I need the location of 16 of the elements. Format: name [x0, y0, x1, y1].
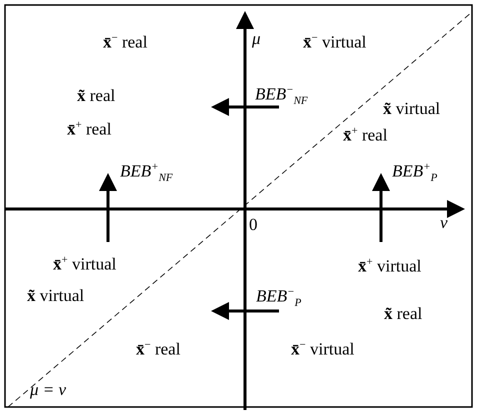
- region-label: x̄$^{−}$ virtual: [303, 33, 366, 51]
- axis-label: μ: [252, 30, 261, 47]
- region-label: x̄$^{+}$ virtual: [53, 255, 116, 273]
- region-label: x̃ virtual: [383, 100, 440, 117]
- region-label: x̄$^{+}$ real: [343, 126, 388, 144]
- region-label: x̃ virtual: [27, 287, 84, 304]
- axis-label: ν: [440, 214, 448, 231]
- region-label: x̄$^{+}$ real: [67, 120, 112, 138]
- region-label: x̄$^{+}$ virtual: [358, 257, 422, 275]
- region-label: x̄$^{−}$ virtual: [291, 340, 354, 358]
- line-label: μ = ν: [30, 381, 66, 398]
- region-label: x̃ real: [77, 87, 116, 104]
- region-label: x̄$^{−}$ real: [136, 340, 180, 358]
- region-label: x̃ real: [384, 305, 422, 322]
- region-label: x̄$^{−}$ real: [103, 33, 148, 51]
- origin-label: 0: [249, 216, 258, 233]
